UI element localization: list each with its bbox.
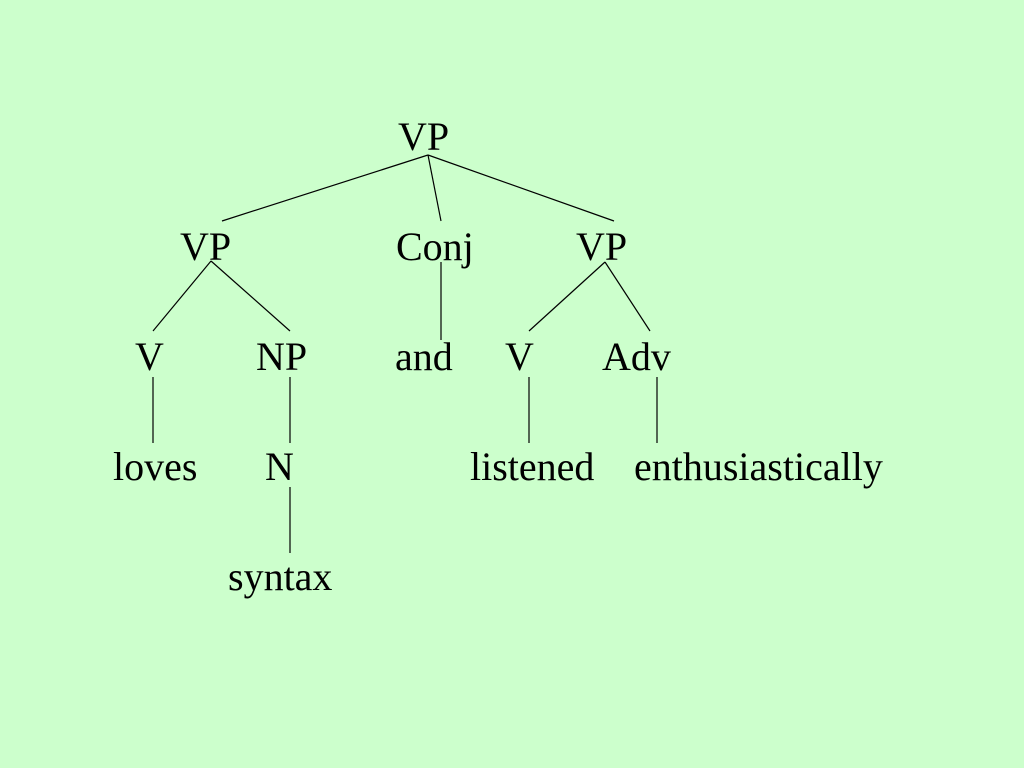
- node-word-enthusiastically: enthusiastically: [634, 444, 883, 489]
- node-left-np: NP: [256, 334, 308, 379]
- node-root-vp: VP: [398, 114, 450, 159]
- edge-root-leftvp: [221, 154, 429, 222]
- edge-leftvp-np: [210, 260, 291, 332]
- node-word-listened: listened: [470, 444, 595, 489]
- node-conj: Conj: [396, 224, 474, 269]
- node-right-vp: VP: [576, 224, 628, 269]
- node-left-v: V: [135, 334, 164, 379]
- edge-root-rightvp: [427, 154, 615, 222]
- edge-root-conj: [427, 154, 442, 222]
- edge-rightvp-adv: [604, 261, 651, 332]
- node-np-n: N: [265, 444, 294, 489]
- node-word-loves: loves: [113, 444, 198, 489]
- node-word-syntax: syntax: [228, 554, 333, 599]
- node-left-vp: VP: [180, 224, 232, 269]
- node-conj-word: and: [395, 334, 453, 379]
- edge-leftvp-v: [152, 260, 212, 332]
- node-right-adv: Adv: [602, 334, 671, 379]
- edge-rightvp-v: [528, 261, 606, 332]
- node-right-v: V: [505, 334, 534, 379]
